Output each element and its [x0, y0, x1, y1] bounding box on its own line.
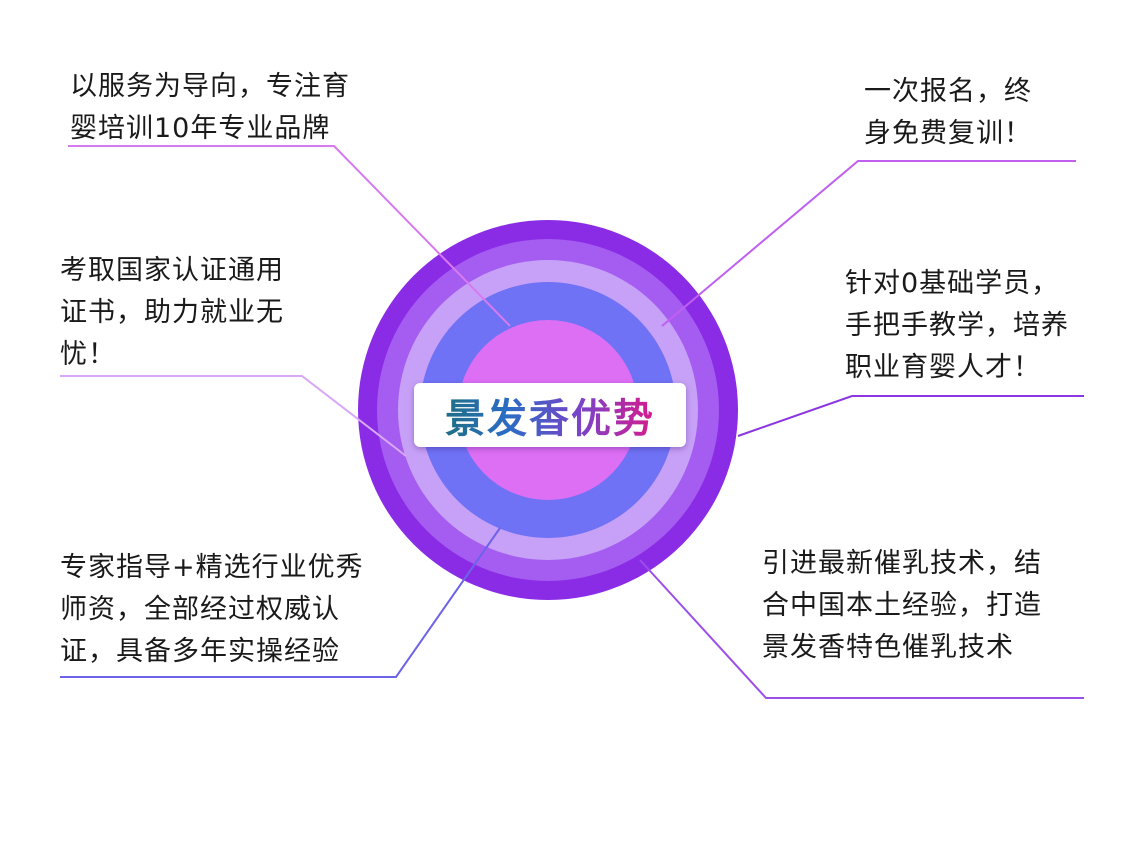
callout-mid-left-line-2: 证书，助力就业无: [60, 297, 284, 328]
callout-bottom-left-line-1: 专家指导+精选行业优秀: [60, 552, 364, 583]
callout-bottom-left: 专家指导+精选行业优秀 师资，全部经过权威认 证，具备多年实操经验: [60, 547, 364, 673]
callout-mid-right-line-2: 手把手教学，培养: [845, 310, 1069, 341]
callout-bottom-right-line-1: 引进最新催乳技术，结: [762, 548, 1042, 579]
callout-bottom-left-line-3: 证，具备多年实操经验: [60, 636, 340, 667]
callout-bottom-right: 引进最新催乳技术，结 合中国本土经验，打造 景发香特色催乳技术: [762, 543, 1042, 669]
connector-mid-left: [60, 375, 407, 457]
callout-bottom-right-line-3: 景发香特色催乳技术: [762, 632, 1014, 663]
connector-mid-right: [737, 395, 1084, 437]
callout-mid-left-line-1: 考取国家认证通用: [60, 255, 284, 286]
connector-bottom-left: [60, 527, 501, 678]
callout-mid-left-line-3: 忧！: [60, 339, 116, 370]
callout-mid-right-line-1: 针对0基础学员，: [845, 268, 1060, 299]
callout-mid-left: 考取国家认证通用 证书，助力就业无 忧！: [60, 250, 284, 376]
center-label-box: 景发香优势: [414, 383, 686, 447]
connector-bottom-right: [639, 559, 1084, 699]
connector-top-left: [68, 145, 511, 327]
callout-top-left-line-2: 婴培训10年专业品牌: [70, 113, 331, 144]
callout-top-right: 一次报名，终 身免费复训！: [864, 71, 1032, 155]
callout-top-right-line-2: 身免费复训！: [864, 118, 1032, 149]
callout-top-left: 以服务为导向，专注育 婴培训10年专业品牌: [70, 66, 350, 150]
callout-bottom-right-line-2: 合中国本土经验，打造: [762, 590, 1042, 621]
callout-mid-right: 针对0基础学员， 手把手教学，培养 职业育婴人才！: [845, 263, 1069, 389]
connector-top-right: [661, 160, 1076, 327]
callout-bottom-left-line-2: 师资，全部经过权威认: [60, 594, 340, 625]
center-title: 景发香优势: [445, 386, 655, 444]
callout-top-left-line-1: 以服务为导向，专注育: [70, 71, 350, 102]
callout-mid-right-line-3: 职业育婴人才！: [845, 352, 1041, 383]
callout-top-right-line-1: 一次报名，终: [864, 76, 1032, 107]
